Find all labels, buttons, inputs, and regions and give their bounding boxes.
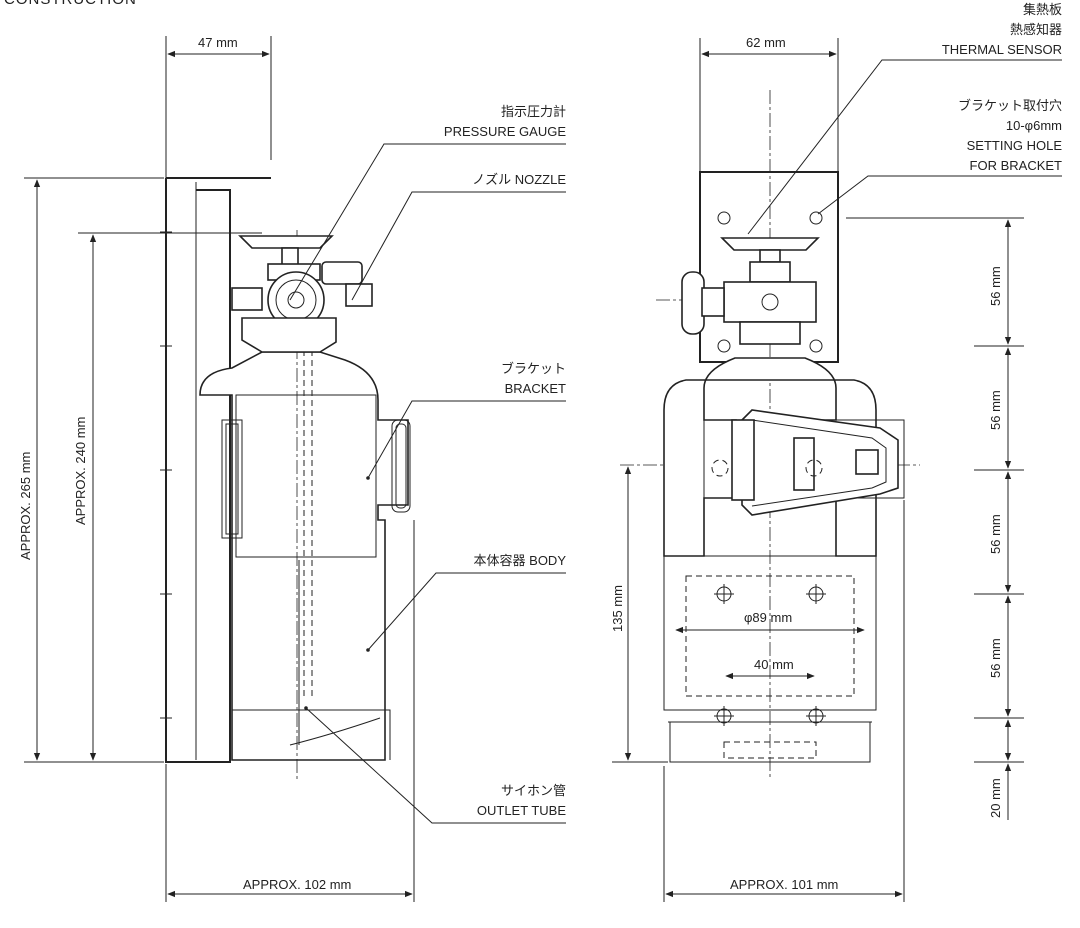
right-callouts: 集熱板 熱感知器 THERMAL SENSOR ブラケット取付穴 10-φ6mm…	[747, 2, 1063, 235]
dim-62-label: 62 mm	[746, 35, 786, 50]
left-thermal-plate	[238, 235, 334, 249]
setting-hole-en2-label: FOR BRACKET	[970, 158, 1063, 173]
dim-pitch-4: 56 mm	[988, 638, 1003, 678]
dim-102-label: APPROX. 102 mm	[243, 877, 351, 892]
setting-hole-spec-label: 10-φ6mm	[1006, 118, 1062, 133]
right-pitch-dims: 56 mm 56 mm 56 mm 56 mm 20 mm	[846, 217, 1024, 820]
bracket-jp-label: ブラケット	[501, 361, 566, 376]
left-callouts: 指示圧力計 PRESSURE GAUGE ノズル NOZZLE ブラケット BR…	[289, 104, 567, 824]
setting-hole	[717, 211, 731, 225]
body-label: 本体容器 BODY	[474, 553, 567, 568]
pressure-gauge-jp-label: 指示圧力計	[501, 104, 566, 119]
outlet-tube-en-label: OUTLET TUBE	[477, 803, 566, 818]
right-thermal-plate	[720, 237, 820, 251]
right-pressure-gauge	[681, 271, 705, 335]
setting-hole-jp-label: ブラケット取付穴	[958, 98, 1062, 113]
dim-base-20: 20 mm	[988, 778, 1003, 818]
dim-240-label: APPROX. 240 mm	[73, 417, 88, 525]
nozzle-label: ノズル NOZZLE	[472, 172, 566, 187]
left-side-view: 47 mm APPROX. 265 mm APPROX. 240 mm	[18, 35, 411, 780]
header-fragment: CONSTRUCTION	[4, 0, 137, 8]
thermal-sensor-jp1-label: 集熱板	[1023, 2, 1062, 17]
dim-101-label: APPROX. 101 mm	[730, 877, 838, 892]
dim-pitch-3: 56 mm	[988, 514, 1003, 554]
dim-phi89-label: φ89 mm	[744, 610, 792, 625]
dim-47-label: 47 mm	[198, 35, 238, 50]
dim-40-label: 40 mm	[754, 657, 794, 672]
dim-pitch-1: 56 mm	[988, 266, 1003, 306]
dim-pitch-2: 56 mm	[988, 390, 1003, 430]
dim-265-label: APPROX. 265 mm	[18, 452, 33, 560]
nozzle	[321, 261, 363, 285]
right-front-view: 62 mm	[610, 35, 920, 780]
left-bracket-band	[235, 394, 377, 558]
setting-hole-en1-label: SETTING HOLE	[967, 138, 1063, 153]
bracket-en-label: BRACKET	[505, 381, 566, 396]
pressure-gauge-en-label: PRESSURE GAUGE	[444, 124, 566, 139]
dim-135-label: 135 mm	[610, 585, 625, 632]
wall-bracket-plate	[165, 177, 271, 763]
thermal-sensor-jp2-label: 熱感知器	[1010, 22, 1062, 37]
thermal-sensor-en-label: THERMAL SENSOR	[942, 42, 1062, 57]
outlet-tube-jp-label: サイホン管	[501, 783, 566, 798]
